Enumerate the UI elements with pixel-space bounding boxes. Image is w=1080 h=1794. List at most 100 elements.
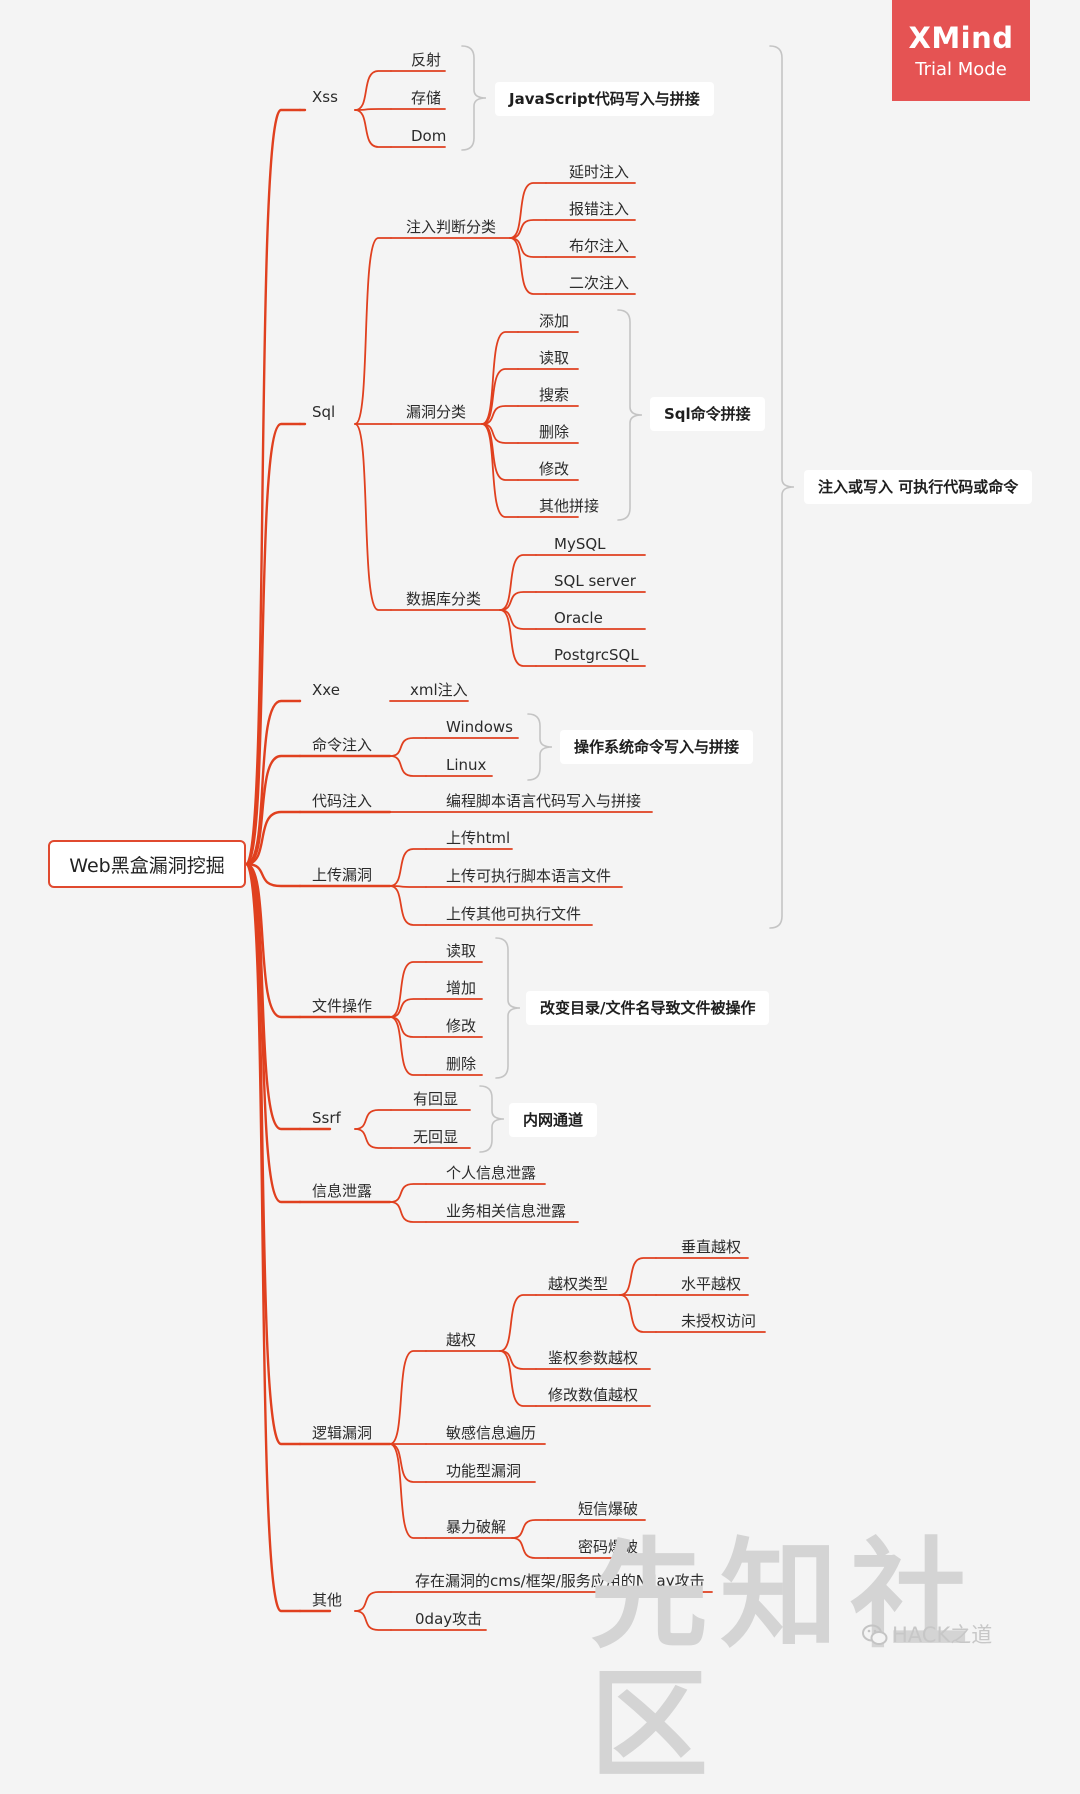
connector-info-1 bbox=[389, 1201, 427, 1223]
leaf-read[interactable]: 读取 bbox=[539, 349, 570, 367]
leaf-unauth[interactable]: 未授权访问 bbox=[681, 1312, 757, 1330]
connector-upload-1 bbox=[389, 885, 427, 888]
root-topic[interactable]: Web黑盒漏洞挖掘 bbox=[48, 840, 246, 888]
leaf-upload-exec[interactable]: 上传其他可执行文件 bbox=[446, 905, 582, 923]
connector-privilege-2 bbox=[499, 1350, 537, 1407]
connector-file-0 bbox=[389, 961, 427, 1018]
connector-file-1 bbox=[389, 998, 427, 1018]
subtopic-brute[interactable]: 暴力破解 bbox=[446, 1518, 507, 1536]
subtopic-dom[interactable]: Dom bbox=[411, 127, 447, 145]
connector-root-info bbox=[244, 862, 302, 1204]
connector-privilege-type-2 bbox=[619, 1294, 657, 1333]
topic-code-inject[interactable]: 代码注入 bbox=[312, 792, 373, 810]
leaf-nday[interactable]: 存在漏洞的cms/框架/服务应用的Nday攻击 bbox=[415, 1572, 705, 1590]
leaf-oracle[interactable]: Oracle bbox=[554, 609, 603, 627]
connector-sql-0 bbox=[354, 237, 392, 425]
connector-db-type-3 bbox=[499, 609, 537, 667]
connector-upload-0 bbox=[389, 848, 427, 887]
leaf-linux[interactable]: Linux bbox=[446, 756, 487, 774]
topic-ssrf[interactable]: Ssrf bbox=[312, 1109, 341, 1127]
watermark-main: 先知社区 bbox=[590, 1526, 981, 1794]
connector-root-xss bbox=[244, 108, 302, 866]
topic-info-leak[interactable]: 信息泄露 bbox=[312, 1182, 373, 1200]
topic-cmd-inject[interactable]: 命令注入 bbox=[312, 736, 373, 754]
subtopic-db-type[interactable]: 数据库分类 bbox=[406, 590, 482, 608]
leaf-auth-param[interactable]: 鉴权参数越权 bbox=[548, 1349, 639, 1367]
leaf-time-based[interactable]: 延时注入 bbox=[569, 163, 630, 181]
leaf-xml-inject[interactable]: xml注入 bbox=[410, 681, 468, 699]
topic-logic[interactable]: 逻辑漏洞 bbox=[312, 1424, 373, 1442]
leaf-upload-html[interactable]: 上传html bbox=[446, 829, 511, 847]
summary-xss[interactable]: JavaScript代码写入与拼接 bbox=[495, 82, 714, 116]
summary-sql[interactable]: Sql命令拼接 bbox=[650, 397, 765, 431]
leaf-other-concat[interactable]: 其他拼接 bbox=[539, 497, 600, 515]
subtopic-vuln-type[interactable]: 漏洞分类 bbox=[406, 403, 467, 421]
summary-cmd[interactable]: 操作系统命令写入与拼接 bbox=[560, 730, 754, 764]
leaf-file-add[interactable]: 增加 bbox=[446, 979, 477, 997]
connector-root-other bbox=[244, 862, 302, 1613]
leaf-functional[interactable]: 功能型漏洞 bbox=[446, 1462, 522, 1480]
connector-upload-2 bbox=[389, 885, 427, 926]
connector-ssrf-1 bbox=[354, 1128, 392, 1149]
summary-ssrf[interactable]: 内网通道 bbox=[509, 1103, 598, 1137]
connector-info-0 bbox=[389, 1183, 427, 1203]
leaf-windows[interactable]: Windows bbox=[446, 718, 513, 736]
leaf-vertical[interactable]: 垂直越权 bbox=[681, 1238, 742, 1256]
leaf-0day[interactable]: 0day攻击 bbox=[415, 1610, 483, 1628]
connector-privilege-type-0 bbox=[619, 1257, 657, 1296]
connector-other-0 bbox=[354, 1591, 392, 1612]
leaf-sql-server[interactable]: SQL server bbox=[554, 572, 636, 590]
subtopic-privilege-type[interactable]: 越权类型 bbox=[548, 1275, 609, 1293]
connector-vuln-type-4 bbox=[481, 423, 519, 481]
mindmap-connectors bbox=[244, 45, 795, 1631]
leaf-mysql[interactable]: MySQL bbox=[554, 535, 606, 553]
leaf-search[interactable]: 搜索 bbox=[539, 386, 570, 404]
topic-xxe[interactable]: Xxe bbox=[312, 681, 340, 699]
leaf-sms-brute[interactable]: 短信爆破 bbox=[578, 1500, 639, 1518]
bracket-ssrf bbox=[479, 1085, 505, 1153]
connector-ssrf-0 bbox=[354, 1109, 392, 1130]
connector-inject-type-1 bbox=[509, 219, 547, 239]
leaf-password-brute[interactable]: 密码爆破 bbox=[578, 1538, 639, 1556]
leaf-business-leak[interactable]: 业务相关信息泄露 bbox=[446, 1202, 567, 1220]
leaf-file-read[interactable]: 读取 bbox=[446, 942, 477, 960]
xmind-trial-badge: XMind Trial Mode bbox=[892, 0, 1030, 101]
leaf-horizontal[interactable]: 水平越权 bbox=[681, 1275, 742, 1293]
leaf-sensitive-traverse[interactable]: 敏感信息遍历 bbox=[446, 1424, 537, 1442]
connector-inject-type-0 bbox=[509, 182, 547, 239]
leaf-postgresql[interactable]: PostgrcSQL bbox=[554, 646, 639, 664]
topic-other[interactable]: 其他 bbox=[312, 1591, 343, 1609]
subtopic-stored[interactable]: 存储 bbox=[411, 89, 442, 107]
leaf-upload-script[interactable]: 上传可执行脚本语言文件 bbox=[446, 867, 612, 885]
subtopic-inject-type[interactable]: 注入判断分类 bbox=[406, 218, 497, 236]
bracket-file bbox=[495, 937, 521, 1079]
connector-xss-2 bbox=[354, 109, 392, 148]
leaf-modify-value[interactable]: 修改数值越权 bbox=[548, 1386, 639, 1404]
leaf-file-delete[interactable]: 删除 bbox=[446, 1055, 477, 1073]
leaf-delete[interactable]: 删除 bbox=[539, 423, 570, 441]
topic-file-op[interactable]: 文件操作 bbox=[312, 997, 373, 1015]
connector-vuln-type-2 bbox=[481, 405, 519, 425]
bracket-cmd bbox=[527, 713, 553, 781]
leaf-file-modify[interactable]: 修改 bbox=[446, 1017, 477, 1035]
subtopic-privilege[interactable]: 越权 bbox=[446, 1331, 477, 1349]
topic-xss[interactable]: Xss bbox=[312, 88, 338, 106]
xmind-logo-text: XMind bbox=[908, 21, 1014, 55]
subtopic-reflected[interactable]: 反射 bbox=[411, 51, 442, 69]
leaf-personal-leak[interactable]: 个人信息泄露 bbox=[446, 1164, 537, 1182]
connector-root-file bbox=[244, 862, 302, 1019]
topic-upload[interactable]: 上传漏洞 bbox=[312, 866, 373, 884]
leaf-echo[interactable]: 有回显 bbox=[413, 1090, 459, 1108]
leaf-script-code[interactable]: 编程脚本语言代码写入与拼接 bbox=[446, 792, 642, 810]
summary-file[interactable]: 改变目录/文件名导致文件被操作 bbox=[526, 991, 770, 1025]
leaf-add[interactable]: 添加 bbox=[539, 312, 570, 330]
leaf-error-based[interactable]: 报错注入 bbox=[569, 200, 630, 218]
leaf-no-echo[interactable]: 无回显 bbox=[413, 1128, 459, 1146]
summary-injection-group[interactable]: 注入或写入 可执行代码或命令 bbox=[804, 470, 1033, 504]
leaf-second-order[interactable]: 二次注入 bbox=[569, 274, 630, 292]
connector-xss-0 bbox=[354, 70, 392, 111]
leaf-modify[interactable]: 修改 bbox=[539, 460, 570, 478]
topic-sql[interactable]: Sql bbox=[312, 403, 336, 421]
bracket-injection-group bbox=[769, 45, 795, 929]
leaf-boolean-based[interactable]: 布尔注入 bbox=[569, 237, 630, 255]
